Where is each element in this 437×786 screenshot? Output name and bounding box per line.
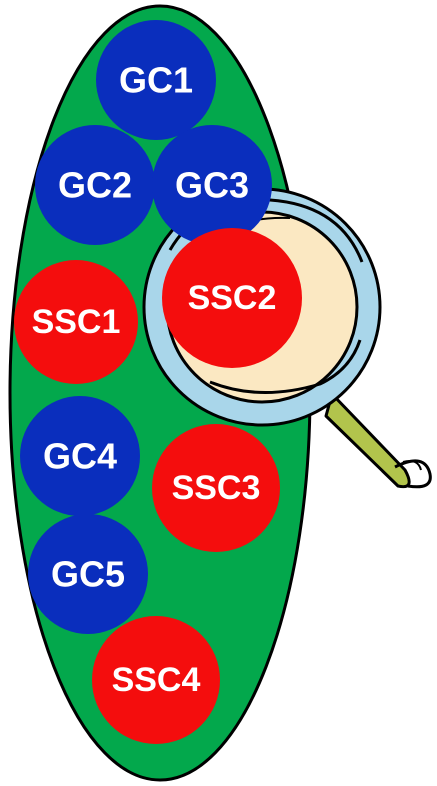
gc4-circle <box>20 396 140 516</box>
ssc2-circle <box>162 228 302 368</box>
gc-cell-gc4: GC4 <box>20 396 140 516</box>
gc-cell-gc5: GC5 <box>28 514 148 634</box>
gc1-circle <box>96 20 216 140</box>
ssc-cell-ssc1: SSC1 <box>14 260 138 384</box>
gc-cell-gc2: GC2 <box>35 125 155 245</box>
gc3-label: GC3 <box>175 165 249 206</box>
gc5-label: GC5 <box>51 554 125 595</box>
gc5-circle <box>28 514 148 634</box>
gc2-label: GC2 <box>58 165 132 206</box>
gc2-circle <box>35 125 155 245</box>
ssc-cell-ssc2: SSC2 <box>162 228 302 368</box>
gc1-label: GC1 <box>119 60 193 101</box>
ssc4-label: SSC4 <box>112 661 201 699</box>
ssc1-label: SSC1 <box>32 303 121 341</box>
gc3-circle <box>152 125 272 245</box>
ssc2-label: SSC2 <box>188 279 277 317</box>
ssc4-circle <box>92 616 220 744</box>
ssc1-circle <box>14 260 138 384</box>
ssc-cell-ssc4: SSC4 <box>92 616 220 744</box>
ssc-cell-ssc3: SSC3 <box>152 424 280 552</box>
gc-cell-gc1: GC1 <box>96 20 216 140</box>
gc-cell-gc3: GC3 <box>152 125 272 245</box>
ssc3-label: SSC3 <box>172 469 261 507</box>
ssc3-circle <box>152 424 280 552</box>
gc4-label: GC4 <box>43 436 117 477</box>
